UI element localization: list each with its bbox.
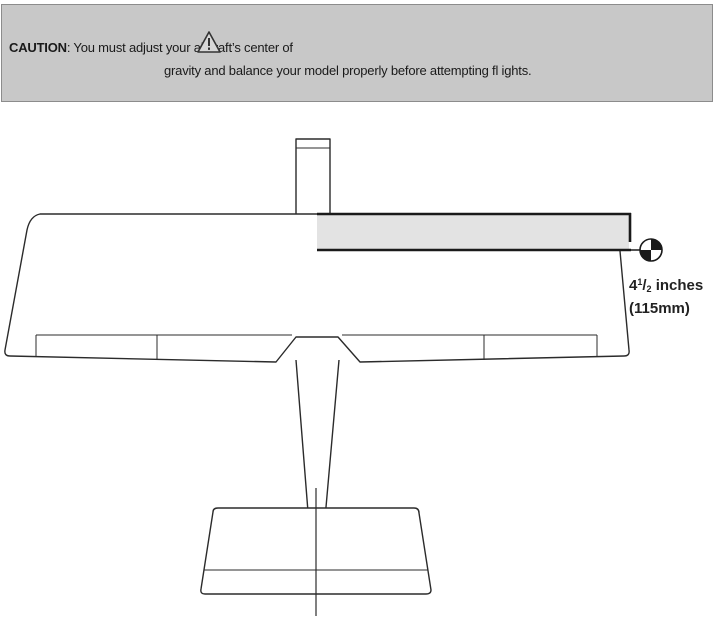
caution-label: CAUTION — [9, 40, 67, 55]
cg-distance-label: 41/2 inches (115mm) — [629, 272, 703, 319]
caution-text-1: : You must adjust your aircraft’s center… — [66, 40, 293, 55]
caution-box — [1, 4, 713, 102]
caution-text-line-2: gravity and balance your model properly … — [164, 63, 532, 78]
warning-triangle-icon — [197, 31, 221, 53]
cg-metric-value: (115mm) — [629, 300, 690, 317]
vertical-fin — [295, 138, 331, 214]
cg-imperial-value: 41/2 inches — [629, 277, 704, 294]
center-of-gravity-icon — [639, 238, 663, 262]
caution-text-line-1: CAUTION: You must adjust your aircraft’s… — [9, 40, 293, 56]
cg-range-band — [317, 215, 629, 250]
